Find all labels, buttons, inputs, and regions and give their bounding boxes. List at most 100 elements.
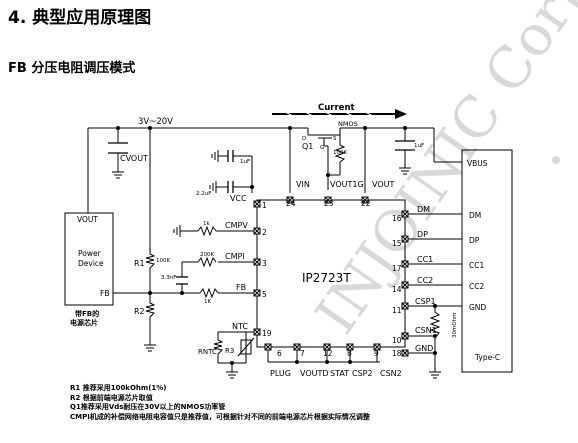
pin-dp-num: 15 <box>392 239 402 248</box>
pin-cmpi-num: 3 <box>262 259 267 268</box>
pin-cc2-name: CC2 <box>417 276 433 285</box>
pin-csp1-name: CSP1 <box>415 297 436 306</box>
pin-mark-cross <box>264 343 272 351</box>
pin-vout1g-name: VOUT1G <box>330 180 364 189</box>
pin-mark-cross <box>253 328 261 336</box>
current-arrow <box>272 109 407 119</box>
pin-stat-num: 12 <box>323 349 333 358</box>
power-device-fb: FB <box>100 289 109 298</box>
supply-label: 3V~20V <box>138 117 173 127</box>
pin-csn2-num: 9 <box>374 349 379 358</box>
pin-csp2-num: 8 <box>347 349 352 358</box>
power-device-caption-2: 电源芯片 <box>70 318 98 327</box>
note-4: CMPI机成的补偿网络电阻电容值只是推荐值，可根据针对不同的前端电源芯片根据实际… <box>70 412 370 421</box>
design-notes: R1 推荐采用100kOhm(1%) R2 根据前端电源芯片取值 Q1推荐采用V… <box>70 384 370 422</box>
pin-csn2-name: CSN2 <box>380 369 402 378</box>
wires <box>64 127 513 373</box>
pin-csp1-num: 11 <box>392 306 402 315</box>
typec-pin-dm: DM <box>469 211 481 220</box>
pin-dp-name: DP <box>417 230 428 239</box>
pin-mark-cross <box>401 349 409 357</box>
pin-dm-num: 16 <box>392 214 402 223</box>
pin-vout-name: VOUT <box>372 180 394 189</box>
pin-voutd-name: VOUTD <box>300 369 329 378</box>
power-device-vout: VOUT <box>77 215 98 224</box>
cmpi-resistor-label: 200K <box>200 252 214 258</box>
pin-csn1-num: 10 <box>392 336 402 345</box>
pin-mark-cross <box>324 196 332 204</box>
typec-connector: VBUS DM DP CC1 CC2 GND Type-C <box>467 159 500 362</box>
section-subtitle: FB 分压电阻调压模式 <box>8 61 136 76</box>
gate-resistor-label: 100K <box>333 150 347 156</box>
pin-cmpv-num: 2 <box>262 228 267 237</box>
pin-csn1-name: CSN1 <box>415 326 437 335</box>
pin-mark-cross <box>401 210 409 218</box>
typec-pin-gnd: GND <box>469 303 486 312</box>
cmpv-resistor-label: 1k <box>203 221 210 227</box>
capacitors <box>108 140 415 285</box>
r1-label: R1 <box>134 259 145 268</box>
pin-mark-cross <box>401 332 409 340</box>
pin-cc1-num: 17 <box>392 264 402 273</box>
pin-mark-cross <box>361 196 369 204</box>
pin-voutd-num: 7 <box>300 349 305 358</box>
pin-cc2-num: 14 <box>392 285 402 294</box>
s-label: S <box>333 136 337 142</box>
chip-name: IP2723T <box>302 271 351 285</box>
note-2: R2 根据前端电源芯片取值 <box>70 393 153 402</box>
pin-cmpv-name: CMPV <box>225 221 248 230</box>
pin-mark-cross <box>401 235 409 243</box>
r3-label: R3 <box>225 347 234 355</box>
component-labels: 3V~20V Current NMOS Q1 G S D CVOUT 1uF 1… <box>120 103 458 356</box>
cap-3-3nf-label: 3.3nF <box>161 275 176 281</box>
pin-vcc-name: VCC <box>230 194 247 203</box>
pin-mark-cross <box>286 196 294 204</box>
cvout-label: CVOUT <box>120 154 148 163</box>
pin-mark-cross <box>401 281 409 289</box>
pin-cc1-name: CC1 <box>417 255 433 264</box>
resistors <box>145 144 441 357</box>
pin-mark-cross <box>346 343 354 351</box>
rntc-label: RNTC <box>198 348 217 356</box>
typec-pin-cc2: CC2 <box>469 282 484 291</box>
cap-2-2uf-label: 2.2uF <box>196 191 211 197</box>
pin-ntc-num: 19 <box>262 329 272 338</box>
pin-cmpi-name: CMPI <box>225 252 245 261</box>
pin-ntc-name: NTC <box>232 322 248 331</box>
pin-vin-num: 24 <box>286 199 296 208</box>
nmos-label: NMOS <box>338 120 358 128</box>
pin-dm-name: DM <box>417 205 430 214</box>
pin-vin-name: VIN <box>296 180 310 189</box>
watermark-text: INJOINIC Corp. <box>304 0 578 346</box>
typec-pin-vbus: VBUS <box>467 159 488 168</box>
pin-mark-cross <box>401 302 409 310</box>
pin-fb-name: FB <box>236 283 246 292</box>
pin-mark-cross <box>253 289 261 297</box>
note-3: Q1推荐采用Vds耐压在30V以上的NMOS功率管 <box>70 403 226 411</box>
q1-label: Q1 <box>302 142 313 151</box>
chip-pins: VCC 1 CMPV 2 CMPI 3 FB 5 NTC 19 VIN 24 V… <box>225 180 437 378</box>
d-label: D <box>302 136 306 142</box>
pin-mark-cross <box>401 260 409 268</box>
pin-mark-cross <box>253 227 261 235</box>
pin-gnd-name: GND <box>415 344 433 353</box>
sense-resistor-label: 30mOhm <box>452 312 458 338</box>
pin-plug-num: 6 <box>277 349 282 358</box>
pin-mark-cross <box>253 258 261 266</box>
power-device-name-1: Power <box>78 249 102 258</box>
pin-csp2-name: CSP2 <box>352 369 373 378</box>
pin-vout1g-num: 23 <box>324 199 334 208</box>
pin-mark-cross <box>323 343 331 351</box>
pin-gnd-num: 18 <box>392 349 402 358</box>
r1-value-label: 100K <box>156 258 170 264</box>
pin-stat-name: STAT <box>330 369 349 378</box>
pin-vcc-num: 1 <box>262 201 267 210</box>
pin-fb-num: 5 <box>262 290 267 299</box>
r2-label: R2 <box>134 307 145 316</box>
page-title: 4. 典型应用原理图 <box>8 8 152 28</box>
junction-dots <box>116 126 437 365</box>
typec-name: Type-C <box>474 353 500 362</box>
pin-marks <box>253 196 409 357</box>
pin-plug-name: PLUG <box>270 369 291 378</box>
